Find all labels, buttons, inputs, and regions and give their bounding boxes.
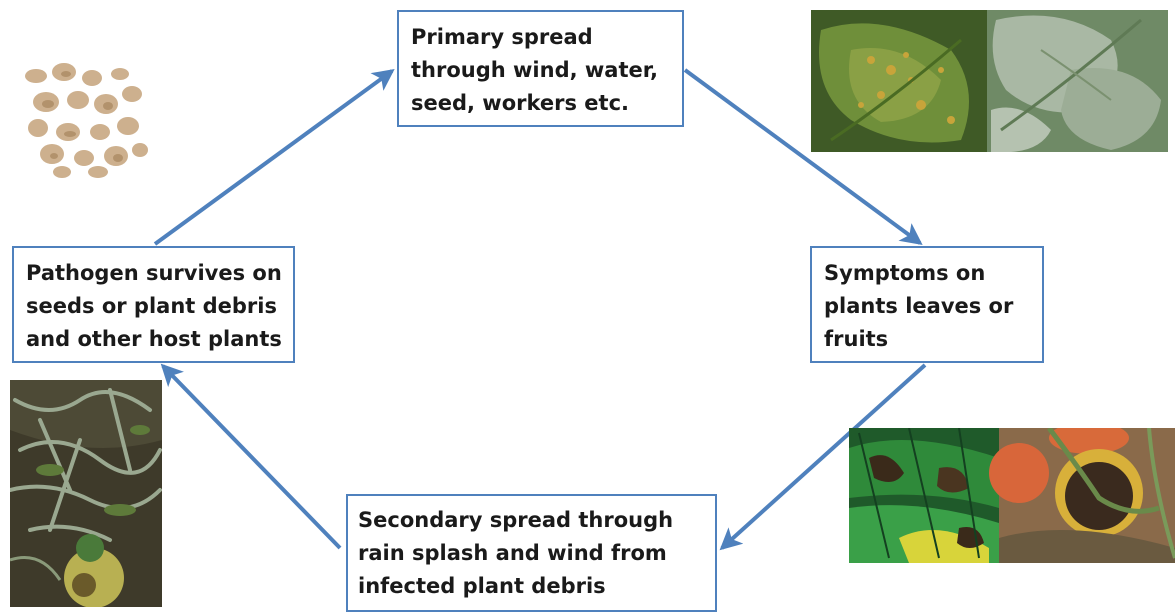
plant-debris-photo xyxy=(10,380,162,607)
arrow-right-to-bottom xyxy=(719,363,927,551)
infected-leaves-photo xyxy=(811,10,1168,152)
stage-symptoms: Symptoms on plants leaves or fruits xyxy=(810,246,1044,363)
arrow-left-to-top xyxy=(153,69,395,246)
stage-primary-spread: Primary spread through wind, water, seed… xyxy=(397,10,684,127)
stage-pathogen-survival: Pathogen survives on seeds or plant debr… xyxy=(12,246,295,363)
arrow-top-to-right xyxy=(683,68,923,245)
stage-secondary-spread: Secondary spread through rain splash and… xyxy=(346,494,717,612)
arrow-bottom-to-left xyxy=(160,363,342,550)
spores-photo xyxy=(25,63,148,178)
leaf-and-fruit-symptoms-photo xyxy=(849,428,1175,563)
